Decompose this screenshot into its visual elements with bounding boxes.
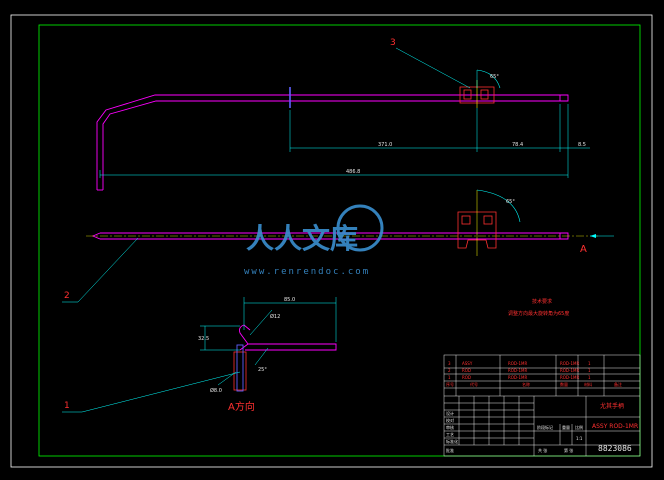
watermark-logo-ring [336, 204, 384, 252]
dim-segment-1: 371.0 [378, 142, 392, 148]
watermark: 人人文库 www.renrendoc.com [244, 204, 384, 277]
balloon-2: 2 [64, 291, 70, 301]
dim-overall-length: 486.8 [346, 169, 360, 175]
balloon-1-leader [81, 371, 241, 413]
label-approve: 批准 [446, 447, 454, 453]
revision-rows: 3 ASSY ROD-1MR ROD-1MR 1 2 ROD ROD-1MR R… [448, 361, 591, 380]
label-design: 设计 [446, 410, 454, 416]
rev-row-3-num: 3 [448, 361, 451, 366]
rev-row-2-qty: 1 [588, 368, 591, 373]
dim-a-diameter: Ø12 [270, 313, 280, 320]
view-label-a-direction: A方向 [228, 400, 255, 413]
dim-angle-bottom: 65° [506, 199, 515, 205]
rev-row-3-code: ASSY [462, 361, 473, 366]
clamp-front [457, 190, 497, 256]
header-cells: 序号 代号 名称 数量 材料 备注 [446, 381, 622, 387]
angle-arc-front [476, 189, 521, 223]
dim-angle-top: 65° [490, 74, 499, 80]
label-weight: 重量 [562, 424, 570, 430]
balloon-2-leader [77, 237, 139, 303]
rev-row-1-material: ROD-1MR [560, 375, 579, 380]
a-view-dims [200, 297, 337, 386]
label-process: 工艺 [446, 432, 454, 437]
rev-row-2-material: ROD-1MR [560, 368, 579, 373]
rev-row-1-name: ROD-1MR [508, 375, 527, 380]
a-direction-view [239, 324, 337, 351]
part-name: 尤其手柄 [600, 402, 624, 410]
view-a-arrowhead [590, 234, 596, 238]
dim-a-height: 32.5 [198, 336, 209, 342]
rev-row-3-material: ROD-1MR [560, 361, 579, 366]
label-stage: 阶段标记 [537, 424, 553, 430]
label-sheets-total: 共 张 [538, 447, 547, 453]
label-sheet-num: 第 张 [564, 447, 573, 453]
angle-arc-top [476, 69, 501, 89]
balloon-3-leader [395, 47, 471, 89]
dimension-lines [99, 104, 590, 178]
balloon-1: 1 [64, 401, 70, 411]
drawing-number: 8823086 [598, 444, 632, 453]
watermark-url: www.renrendoc.com [244, 267, 370, 277]
assembly-name: ASSY ROD-1MR [592, 423, 638, 430]
rev-row-3-qty: 1 [588, 361, 591, 366]
tech-note-title: 技术要求 [532, 298, 552, 305]
rev-row-2-name: ROD-1MR [508, 368, 527, 373]
view-label-a: A [580, 244, 587, 255]
title-block [443, 354, 641, 457]
label-check: 校对 [446, 417, 454, 423]
label-review: 审核 [446, 424, 454, 430]
outer-frame [10, 14, 653, 468]
dim-end-offset: 8.5 [578, 142, 586, 148]
header-name: 名称 [522, 381, 530, 387]
scale-value: 1:1 [576, 436, 583, 441]
dim-a-angle: 25° [258, 367, 267, 373]
rev-row-3-name: ROD-1MR [508, 361, 527, 366]
balloon-3: 3 [390, 38, 396, 48]
dim-segment-2: 78.4 [512, 142, 523, 148]
inner-frame [38, 24, 641, 457]
rev-row-1-code: ROD [462, 375, 471, 380]
a-view-sleeve [236, 344, 244, 392]
header-code: 代号 [470, 381, 478, 387]
tech-note-line: 调整方向最大旋转角为65度 [508, 310, 569, 317]
header-qty: 数量 [560, 381, 568, 387]
dim-a-offset: Ø8.0 [210, 387, 222, 394]
top-view [96, 87, 569, 191]
rev-row-2-code: ROD [462, 368, 471, 373]
a-view-clamp [233, 351, 247, 391]
header-remark: 备注 [614, 381, 622, 387]
signoff-labels: 设计 校对 审核 工艺 标准化 批准 阶段标记 重量 比例 共 张 第 张 1:… [446, 410, 583, 453]
label-scale: 比例 [575, 424, 583, 430]
header-material: 材料 [584, 381, 592, 387]
header-seq: 序号 [446, 381, 454, 387]
label-standard: 标准化 [446, 438, 458, 444]
rev-row-1-num: 1 [448, 375, 451, 380]
rev-row-1-qty: 1 [588, 375, 591, 380]
dim-a-width: 85.0 [284, 297, 295, 303]
rev-row-2-num: 2 [448, 368, 451, 373]
